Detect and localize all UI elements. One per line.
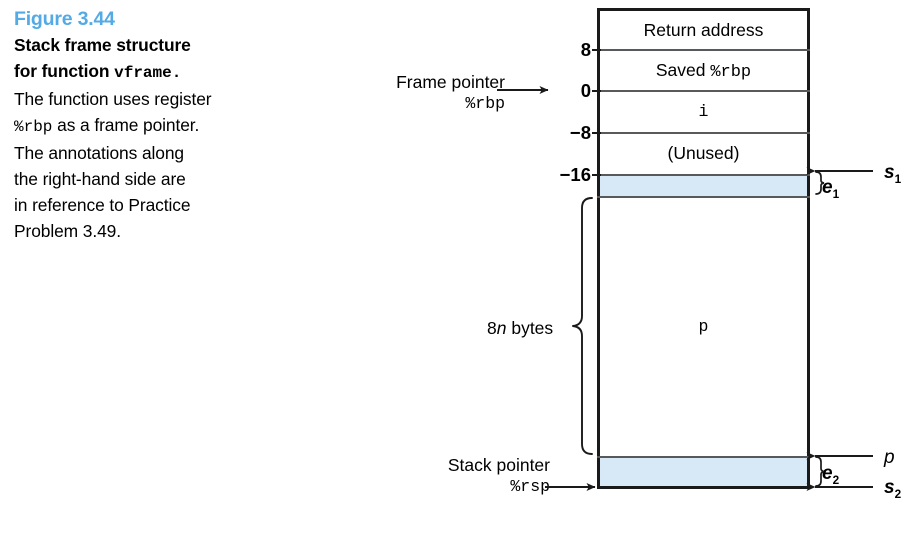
- cell-return-address-text: Return address: [643, 20, 764, 40]
- caption-line-2: for function vframe.: [14, 58, 314, 86]
- cell-saved-rbp-register: %rbp: [710, 63, 752, 82]
- stack-frame-box: [597, 8, 810, 489]
- row-divider-i-unused: [597, 132, 810, 134]
- bytes-size-prefix: 8: [487, 318, 497, 338]
- offset-label-neg16: −16: [531, 164, 591, 185]
- row-divider-p-e2: [597, 456, 810, 458]
- bytes-size-suffix: bytes: [506, 318, 554, 338]
- frame-pointer-register: %rbp: [465, 94, 505, 113]
- figure-number: Figure 3.44: [14, 8, 115, 30]
- annotation-s1-sub: 1: [894, 172, 902, 186]
- caption-line-7-text: in reference to Practice: [14, 195, 191, 215]
- annotation-s1-base: s: [884, 162, 895, 183]
- stack-pointer-label-text: Stack pointer: [447, 455, 550, 475]
- offset-label-8-text: 8: [580, 39, 591, 60]
- row-divider-e1-p: [597, 196, 810, 198]
- figure-caption: Figure 3.44 Stack frame structure for fu…: [14, 6, 314, 244]
- stack-pointer-label: Stack pointer %rsp: [395, 455, 550, 497]
- e1-brace: [815, 171, 825, 195]
- bytes-brace: [572, 197, 593, 455]
- caption-line-5: The annotations along: [14, 140, 314, 166]
- caption-line-4-text: as a frame pointer.: [52, 115, 200, 135]
- offset-tick-neg16: [592, 174, 601, 176]
- offset-label-neg8: −8: [545, 122, 591, 143]
- caption-line-5-text: The annotations along: [14, 143, 185, 163]
- annotation-e1: e1: [822, 178, 839, 201]
- caption-line-2-text: for function: [14, 61, 115, 81]
- cell-variable-i-text: i: [698, 102, 709, 121]
- offset-label-neg8-text: −8: [569, 122, 591, 143]
- caption-line-3-text: The function uses register: [14, 89, 212, 109]
- row-divider-return-saved: [597, 49, 810, 51]
- annotation-p: p: [884, 448, 895, 467]
- cell-array-p-text: p: [698, 317, 709, 336]
- annotation-s1: s1: [884, 163, 901, 186]
- frame-pointer-label-text: Frame pointer: [396, 72, 505, 92]
- caption-line-3: The function uses register: [14, 86, 314, 112]
- offset-label-0: 0: [545, 80, 591, 101]
- cell-saved-rbp: Saved %rbp: [597, 60, 810, 82]
- cell-unused: (Unused): [597, 143, 810, 163]
- offset-tick-neg8: [592, 132, 601, 134]
- annotation-s2: s2: [884, 478, 901, 501]
- annotation-s2-base: s: [884, 477, 895, 498]
- annotation-e1-sub: 1: [832, 187, 840, 201]
- cell-array-p: p: [597, 317, 810, 336]
- annotation-p-base: p: [884, 447, 895, 468]
- offset-label-neg16-text: −16: [559, 164, 591, 185]
- cell-unused-text: (Unused): [667, 143, 740, 163]
- caption-line-8: Problem 3.49.: [14, 218, 314, 244]
- bytes-size-label: 8n bytes: [487, 318, 554, 338]
- cell-variable-i: i: [597, 102, 810, 121]
- annotation-e2: e2: [822, 464, 839, 487]
- offset-label-0-text: 0: [580, 80, 591, 101]
- caption-line-6: the right-hand side are: [14, 166, 314, 192]
- cell-return-address: Return address: [597, 20, 810, 40]
- caption-line-6-text: the right-hand side are: [14, 169, 186, 189]
- caption-line-8-text: Problem 3.49.: [14, 221, 121, 241]
- offset-tick-8: [592, 49, 601, 51]
- bytes-size-variable: n: [496, 318, 507, 338]
- annotation-s2-sub: 2: [894, 487, 902, 501]
- annotation-e1-base: e: [822, 177, 833, 198]
- offset-tick-0: [592, 90, 601, 92]
- caption-line-1: Stack frame structure: [14, 32, 314, 58]
- caption-register-rbp: %rbp: [14, 118, 53, 136]
- highlight-band-e1: [600, 175, 807, 196]
- e2-brace: [815, 456, 825, 487]
- annotation-e2-sub: 2: [832, 473, 840, 487]
- stack-pointer-register: %rsp: [510, 477, 550, 496]
- highlight-band-e2: [600, 457, 807, 486]
- caption-function-name: vframe.: [114, 64, 182, 82]
- caption-line-7: in reference to Practice: [14, 192, 314, 218]
- frame-pointer-label: Frame pointer %rbp: [350, 72, 505, 114]
- row-divider-unused-e1: [597, 174, 810, 176]
- caption-line-1-text: Stack frame structure: [14, 35, 191, 55]
- offset-label-8: 8: [545, 39, 591, 60]
- annotation-e2-base: e: [822, 463, 833, 484]
- cell-saved-rbp-prefix: Saved: [655, 60, 711, 80]
- caption-line-4: %rbp as a frame pointer.: [14, 112, 314, 140]
- row-divider-saved-i: [597, 90, 810, 92]
